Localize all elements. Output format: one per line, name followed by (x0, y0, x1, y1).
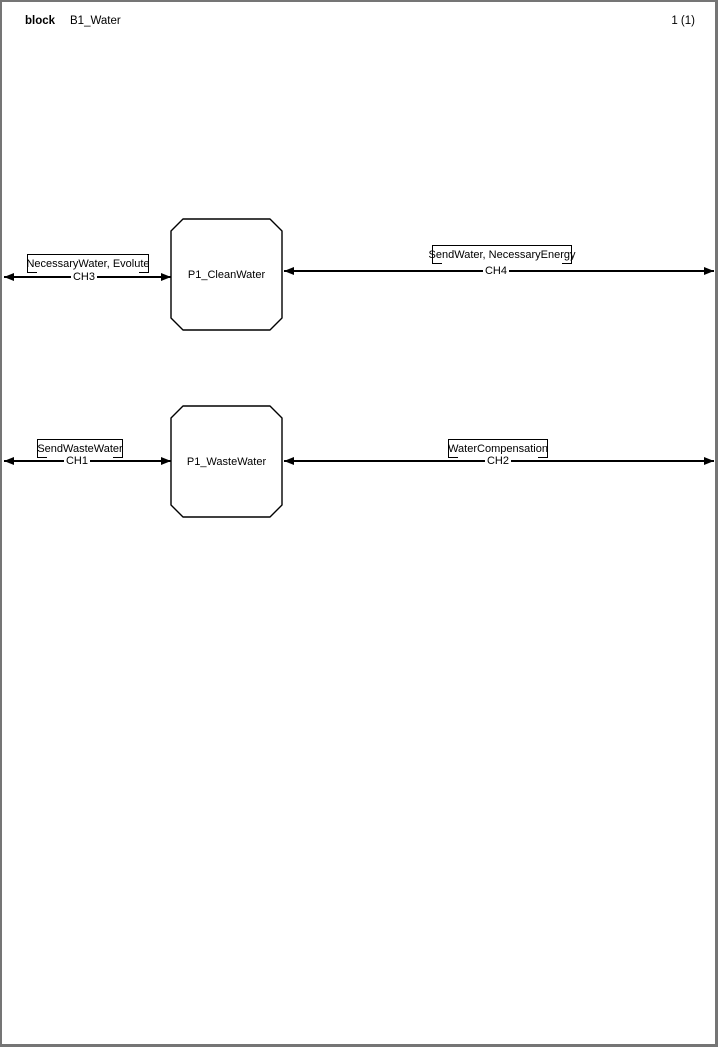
process-name: P1_WasteWater (186, 455, 267, 468)
arrowhead-left-icon (4, 457, 14, 465)
page-number: 1 (1) (671, 15, 695, 27)
channel-name-label[interactable]: CH4 (482, 264, 510, 278)
process-p1-wastewater[interactable]: P1_WasteWater (170, 405, 283, 518)
signal-list-ch3[interactable]: NecessaryWater, Evolute (26, 254, 150, 273)
arrowhead-right-icon (704, 457, 714, 465)
arrowhead-left-icon (284, 457, 294, 465)
arrowhead-left-icon (284, 267, 294, 275)
diagram-title: B1_Water (70, 15, 121, 27)
channel-name-label[interactable]: CH2 (484, 454, 512, 468)
arrowhead-left-icon (4, 273, 14, 281)
signal-list-ch4[interactable]: SendWater, NecessaryEnergy (429, 245, 575, 264)
channel-name-label[interactable]: CH1 (63, 454, 91, 468)
arrowhead-right-icon (161, 457, 171, 465)
process-octagon-shape (170, 405, 283, 518)
process-name: P1_CleanWater (187, 268, 266, 281)
process-p1-cleanwater[interactable]: P1_CleanWater (170, 218, 283, 331)
arrowhead-right-icon (704, 267, 714, 275)
signal-list-text: WaterCompensation (448, 443, 548, 455)
process-octagon-shape (170, 218, 283, 331)
arrowhead-right-icon (161, 273, 171, 281)
signal-list-text: SendWasteWater (37, 443, 123, 455)
signal-list-ch1[interactable]: SendWasteWater (37, 439, 123, 458)
diagram-kind-label: block (25, 15, 56, 27)
signal-list-ch2[interactable]: WaterCompensation (448, 439, 548, 458)
signal-list-text: SendWater, NecessaryEnergy (428, 249, 576, 261)
signal-list-text: NecessaryWater, Evolute (26, 258, 150, 270)
channel-name-label[interactable]: CH3 (70, 270, 98, 284)
